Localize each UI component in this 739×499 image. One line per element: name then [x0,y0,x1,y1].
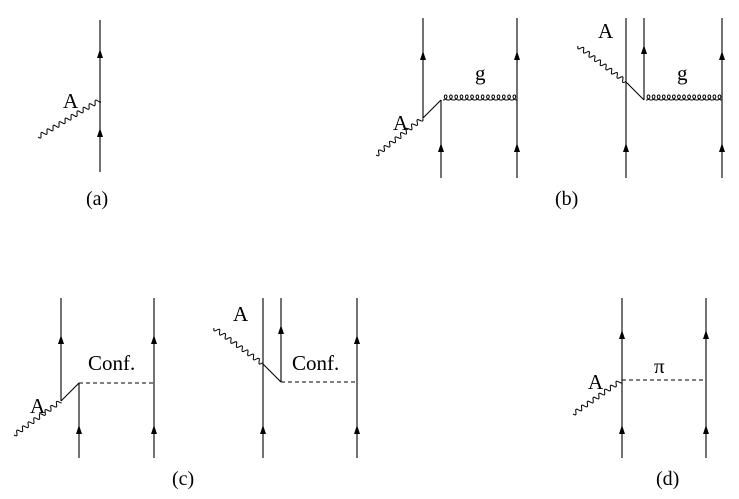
photon-line [577,45,626,84]
arrow-up-icon [703,330,709,339]
gluon-label: g [475,61,486,85]
arrow-up-icon [703,425,709,434]
arrow-up-icon [420,51,426,60]
quark-line [262,363,282,383]
arrow-up-icon [354,425,360,434]
gluon-label: g [677,61,688,85]
photon-line [572,380,623,416]
arrow-up-icon [58,335,64,344]
arrow-up-icon [278,325,284,334]
panel-c-right: A Conf. (c) [172,298,360,490]
arrow-up-icon [76,425,82,434]
photon-line [213,327,264,365]
exchange-label: Conf. [88,351,135,375]
exchange-label: Conf. [292,351,339,375]
caption-d: (d) [656,468,679,490]
photon-label: A [233,302,249,326]
photon-line [13,400,62,437]
photon-label: A [393,111,409,135]
gluon-line [645,94,723,101]
arrow-up-icon [151,425,157,434]
caption-c: (c) [172,468,194,490]
arrow-up-icon [151,335,157,344]
arrow-up-icon [514,51,520,60]
panel-a: A (a) [37,20,108,210]
quark-line [625,81,645,101]
photon-label: A [588,370,604,394]
photon-line [375,118,424,157]
arrow-up-icon [619,425,625,434]
arrow-up-icon [619,330,625,339]
arrow-up-icon [719,143,725,152]
arrow-up-icon [260,425,266,434]
caption-b: (b) [555,188,578,210]
panel-b-left: A g [375,18,520,178]
panel-d: A π (d) [572,298,709,490]
quark-line [422,99,442,119]
exchange-label: π [654,354,665,378]
panel-c-left: A Conf. [13,298,157,458]
photon-label: A [30,394,46,418]
photon-line [37,99,102,139]
arrow-up-icon [97,128,103,137]
arrow-up-icon [97,49,103,58]
quark-line [60,382,80,402]
photon-label: A [598,19,614,43]
panel-b-right: A g (b) [555,18,725,210]
arrow-up-icon [514,143,520,152]
photon-label: A [63,89,79,113]
arrow-up-icon [438,143,444,152]
arrow-up-icon [354,335,360,344]
caption-a: (a) [86,188,108,210]
arrow-up-icon [623,143,629,152]
arrow-up-icon [719,51,725,60]
gluon-line [442,94,518,101]
